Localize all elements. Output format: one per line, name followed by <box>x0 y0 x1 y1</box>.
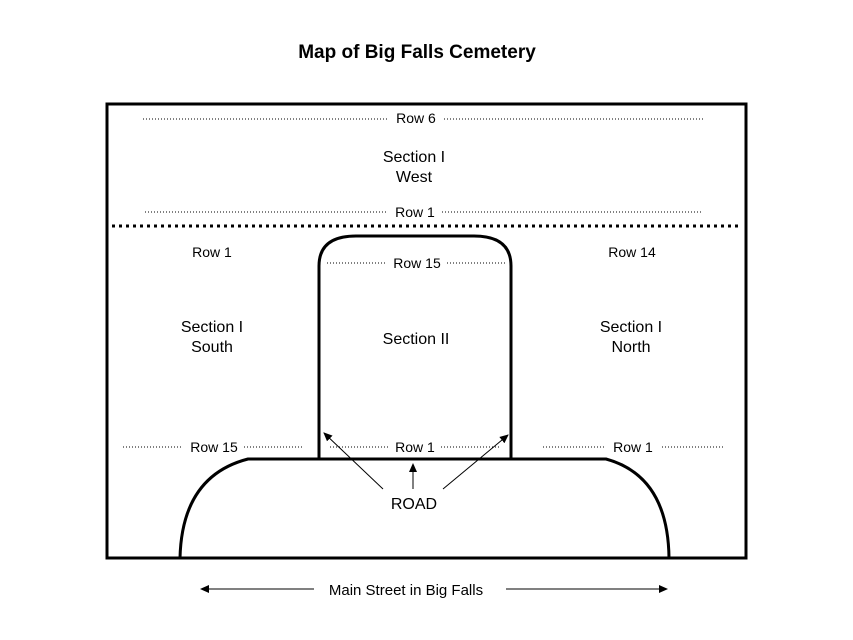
section-south-direction: South <box>191 339 233 356</box>
row-label-west-bottom: Row 1 <box>395 204 435 220</box>
section-west-direction: West <box>396 169 433 186</box>
section-west-name: Section I <box>383 149 445 166</box>
row-label-center-top: Row 15 <box>393 255 441 271</box>
section-ii-outline <box>317 234 513 459</box>
section-north-name: Section I <box>600 319 662 336</box>
road-arrow-right <box>442 434 509 490</box>
road-label: ROAD <box>391 496 437 513</box>
section-north-direction: North <box>611 339 650 356</box>
main-street-label: Main Street in Big Falls <box>329 582 483 599</box>
row-label-west-top: Row 6 <box>396 110 436 126</box>
cemetery-boundary <box>105 102 748 560</box>
map-title: Map of Big Falls Cemetery <box>298 42 536 63</box>
row-label-north-top: Row 14 <box>608 244 656 260</box>
section-south-name: Section I <box>181 319 243 336</box>
row-label-center-bottom: Row 1 <box>395 439 435 455</box>
row-label-south-bottom: Row 15 <box>190 439 238 455</box>
section-center-name: Section II <box>383 331 450 348</box>
road-outline <box>178 457 671 559</box>
row-label-north-bottom: Row 1 <box>613 439 653 455</box>
row-label-south-top: Row 1 <box>192 244 232 260</box>
road-arrow-left <box>323 432 384 490</box>
